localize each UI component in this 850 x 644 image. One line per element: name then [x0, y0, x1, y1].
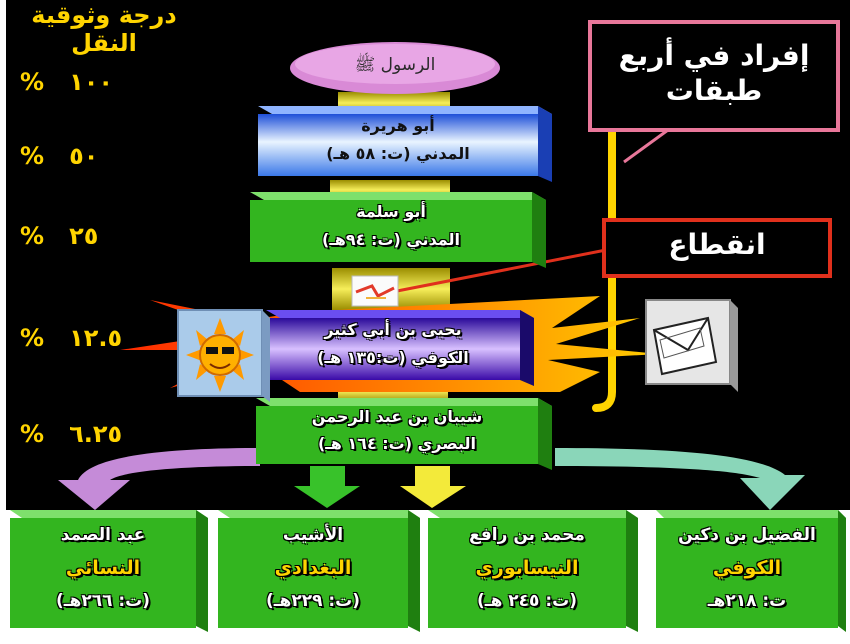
percentage-5: % ٦.٢٥	[20, 420, 210, 448]
sun-icon	[177, 309, 270, 402]
narrator-box-3-shape	[266, 310, 534, 386]
narrator-4-detail: البصري (ت: ١٦٤ هـ)	[317, 434, 477, 453]
bottom-narrator-2-name: محمد بن رافع	[469, 525, 585, 545]
narrator-3-name: يحيى بن أبي كثير	[324, 320, 462, 339]
percentage-1: % ١٠٠	[20, 68, 210, 96]
percentage-value: ٦.٢٥	[69, 420, 123, 448]
bottom-narrator-1-date: ت: ٢١٨هـ	[707, 591, 787, 611]
narrator-box-1-shape	[258, 106, 552, 182]
percentage-4: % ١٢.٥	[20, 324, 210, 352]
heading: درجة وثوقية النقل	[31, 1, 177, 57]
break-pointer-line	[391, 248, 607, 294]
percentage-value: ١٠٠	[69, 68, 114, 96]
bottom-narrator-4-region: النسائي	[65, 557, 141, 579]
narrator-3-detail: الكوفي (ت:١٣٥ هـ)	[317, 348, 469, 367]
percentage-2: % ٥٠	[20, 142, 210, 170]
prophet-ellipse-highlight	[295, 44, 495, 84]
individuals-callout-text: إفراد في أربع طبقات	[618, 39, 810, 107]
narrator-box-4-shape	[256, 398, 552, 470]
narrator-1-detail: المدني (ت: ٥٨ هـ)	[326, 144, 470, 163]
prophet-label: الرسول ﷺ	[354, 55, 436, 75]
bottom-narrator-3-region: البغدادي	[274, 557, 352, 579]
broken-link-icon	[351, 275, 399, 307]
percent-sign: %	[20, 142, 45, 170]
bottom-narrator-2-date: (ت: ٢٤٥ هـ)	[476, 591, 577, 611]
narrator-1-name: أبو هريرة	[361, 116, 435, 135]
percentage-value: ١٢.٥	[69, 324, 123, 352]
bottom-narrator-1-name: الفضيل بن دكين	[678, 525, 816, 545]
percentage-3: % ٢٥	[20, 222, 210, 250]
narrator-4-name: شيبان بن عبد الرحمن	[311, 407, 483, 426]
envelope-icon	[645, 299, 738, 392]
narrator-2-detail: المدني (ت: ٩٤هـ)	[322, 230, 460, 249]
bottom-arrows	[58, 448, 805, 510]
percent-sign: %	[20, 222, 45, 250]
percent-sign: %	[20, 324, 45, 352]
percent-sign: %	[20, 68, 45, 96]
individuals-callout-box	[588, 20, 840, 132]
bottom-boxes-shapes	[10, 510, 846, 632]
bottom-narrator-4-name: عبد الصمد	[60, 525, 146, 545]
narrator-2-name: أبو سلمة	[356, 202, 426, 221]
bottom-narrator-2-region: النيسابوري	[475, 557, 579, 579]
break-callout-text: انقطاع	[668, 228, 766, 261]
percentage-value: ٢٥	[69, 222, 99, 250]
callout-pointer-line	[623, 128, 669, 164]
bottom-narrator-3-name: الأشيب	[282, 525, 344, 545]
bottom-narrator-4-date: (ت: ٢٦٦هـ)	[55, 591, 151, 611]
break-callout-box	[602, 218, 832, 278]
percentage-value: ٥٠	[69, 142, 99, 170]
bottom-narrator-1-region: الكوفي	[712, 557, 782, 579]
bottom-narrator-3-date: (ت: ٢٢٩هـ)	[265, 591, 361, 611]
narrator-box-2-shape	[250, 192, 546, 268]
percent-sign: %	[20, 420, 45, 448]
